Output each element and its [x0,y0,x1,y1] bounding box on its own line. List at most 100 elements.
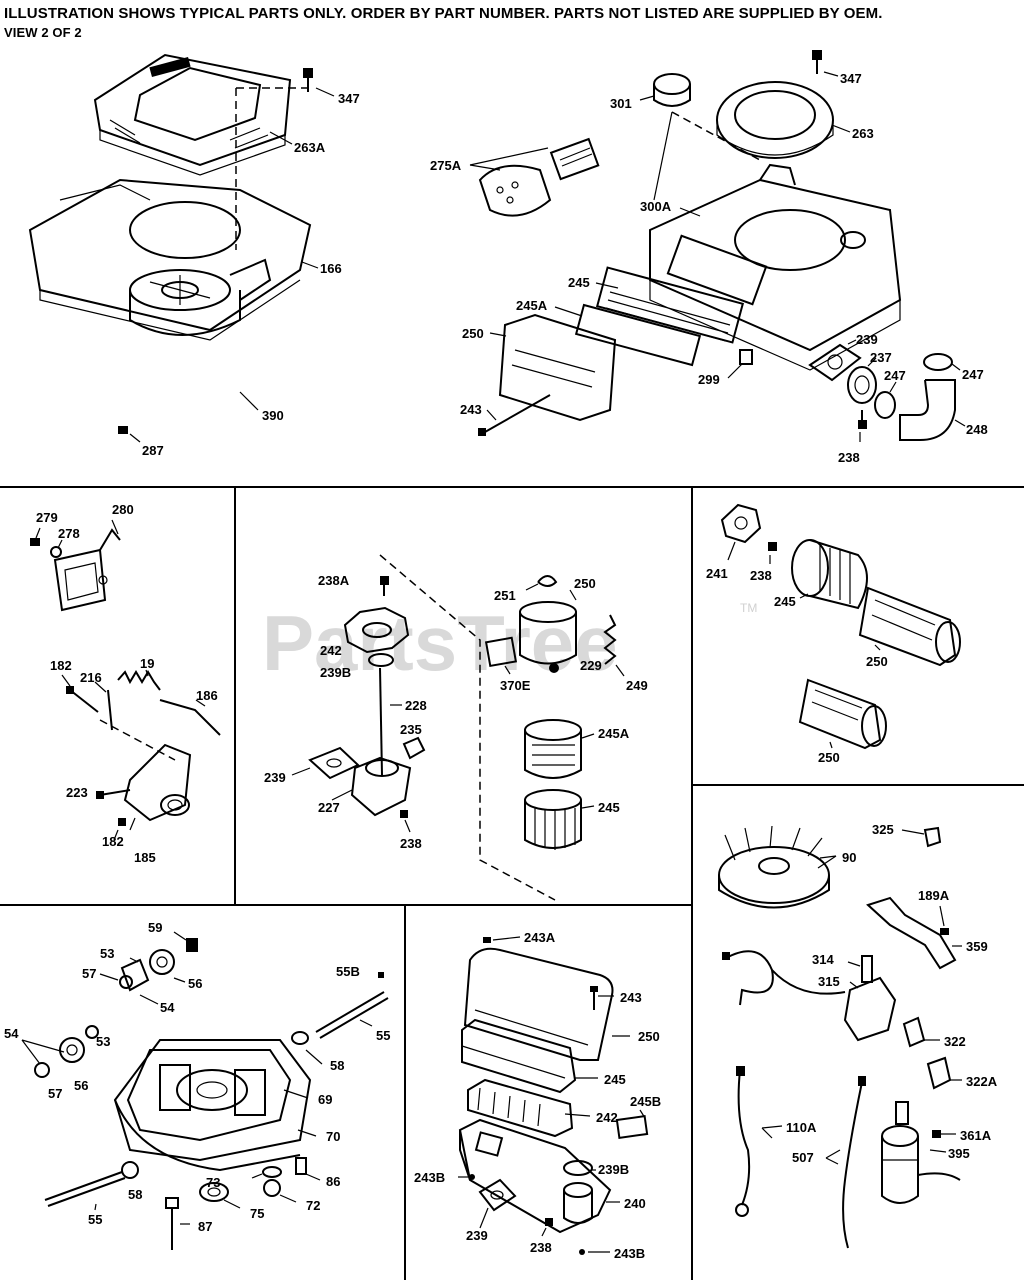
label-238-top: 238 [838,450,860,465]
label-300a: 300A [640,199,672,214]
label-278: 278 [58,526,80,541]
label-245-bottom: 245 [604,1072,626,1087]
label-223: 223 [66,785,88,800]
gasket-239-center [291,746,360,780]
label-299: 299 [698,372,720,387]
label-250-right-a: 250 [866,654,888,669]
callout-labels-ignition-starter: 325 90 189A 359 314 315 322 322A 110A 36… [786,822,998,1165]
watermark-text: PartsTree [262,599,618,687]
label-73: 73 [206,1175,220,1190]
label-59: 59 [148,920,162,935]
screw-182-top [61,674,99,713]
label-58-lower: 58 [128,1187,142,1202]
label-247-a: 247 [884,368,906,383]
bolt-243 [478,394,551,436]
bracket-280 [53,519,121,612]
screw-238-center [400,810,411,833]
label-241: 241 [706,566,728,581]
shaft-55-upper [315,991,389,1039]
callout-labels-top: 347 263A 166 390 287 301 347 263 275A 30… [142,71,988,465]
label-235: 235 [400,722,422,737]
label-242-bottom: 242 [596,1110,618,1125]
label-87: 87 [198,1219,212,1234]
label-238-right: 238 [750,568,772,583]
label-53-upper: 53 [100,946,114,961]
label-57-upper: 57 [82,966,96,981]
nut-242-center [343,606,410,654]
callout-labels-air-cleaner-stack: 238A 251 250 242 239B 370E 229 249 228 2… [264,573,648,851]
label-239b-center: 239B [320,665,351,680]
label-239b-bottom: 239B [598,1162,629,1177]
label-216: 216 [80,670,102,685]
label-54-left: 54 [4,1026,19,1041]
label-280: 280 [112,502,134,517]
label-347-right: 347 [840,71,862,86]
label-279: 279 [36,510,58,525]
screw-86 [295,1157,321,1181]
spring-19 [117,669,161,691]
air-box-240 [458,1118,620,1234]
cover-70 [113,1039,317,1172]
label-57-left: 57 [48,1086,62,1101]
nut-235 [402,736,426,760]
filter-245-right [791,539,868,610]
wire-507 [825,1076,866,1249]
section-air-cleaner-stack [291,554,625,901]
label-19: 19 [140,656,154,671]
seal-75 [199,1182,241,1209]
label-245-center: 245 [598,800,620,815]
label-245b: 245B [630,1094,661,1109]
label-54-upper: 54 [160,1000,175,1015]
section-ignition-starter [718,825,962,1249]
hose-248 [899,379,966,441]
label-243-bottom: 243 [620,990,642,1005]
label-186: 186 [196,688,218,703]
washer-278 [50,539,63,558]
label-58-upper: 58 [330,1058,344,1073]
label-69: 69 [318,1092,332,1107]
label-315: 315 [818,974,840,989]
label-245a-center: 245A [598,726,630,741]
blower-housing-166 [28,178,312,341]
nut-59 [173,931,198,952]
label-229: 229 [580,658,602,673]
clip-243b-right [579,1249,610,1255]
label-322a: 322A [966,1074,998,1089]
label-55-lower: 55 [88,1212,102,1227]
filter-245-center [524,789,595,850]
section-top [28,50,966,443]
section-crankcase [21,931,389,1250]
label-238a: 238A [318,573,350,588]
label-243a: 243A [524,930,556,945]
nut-229 [549,663,559,673]
label-243b-right: 243B [614,1246,645,1261]
bolt-87 [165,1197,190,1250]
label-263a: 263A [294,140,326,155]
cover-250-center [519,589,577,665]
block-245b [615,1109,649,1139]
filter-245-top [595,266,745,344]
connector-322a [926,1056,962,1090]
label-250-top: 250 [462,326,484,341]
label-110a: 110A [786,1120,817,1135]
screw-347-right [812,50,839,77]
header-notice: ILLUSTRATION SHOWS TYPICAL PARTS ONLY. O… [4,5,883,22]
label-239-center: 239 [264,770,286,785]
rotating-screen-390 [129,258,272,336]
switch-315 [843,955,897,1042]
label-238-bottom: 238 [530,1240,552,1255]
wire-harness [722,950,846,1006]
view-indicator: VIEW 2 OF 2 [4,25,82,40]
label-322: 322 [944,1034,966,1049]
flywheel-90 [718,825,837,909]
label-247-b: 247 [962,367,984,382]
screw-287 [118,426,141,443]
label-182-top: 182 [50,658,72,673]
cover-250-top [489,313,617,422]
label-395: 395 [948,1146,970,1161]
clip-243b-left [458,1174,475,1180]
label-228: 228 [405,698,427,713]
label-56-left: 56 [74,1078,88,1093]
label-166: 166 [320,261,342,276]
gear-assembly-upper [99,949,186,1005]
